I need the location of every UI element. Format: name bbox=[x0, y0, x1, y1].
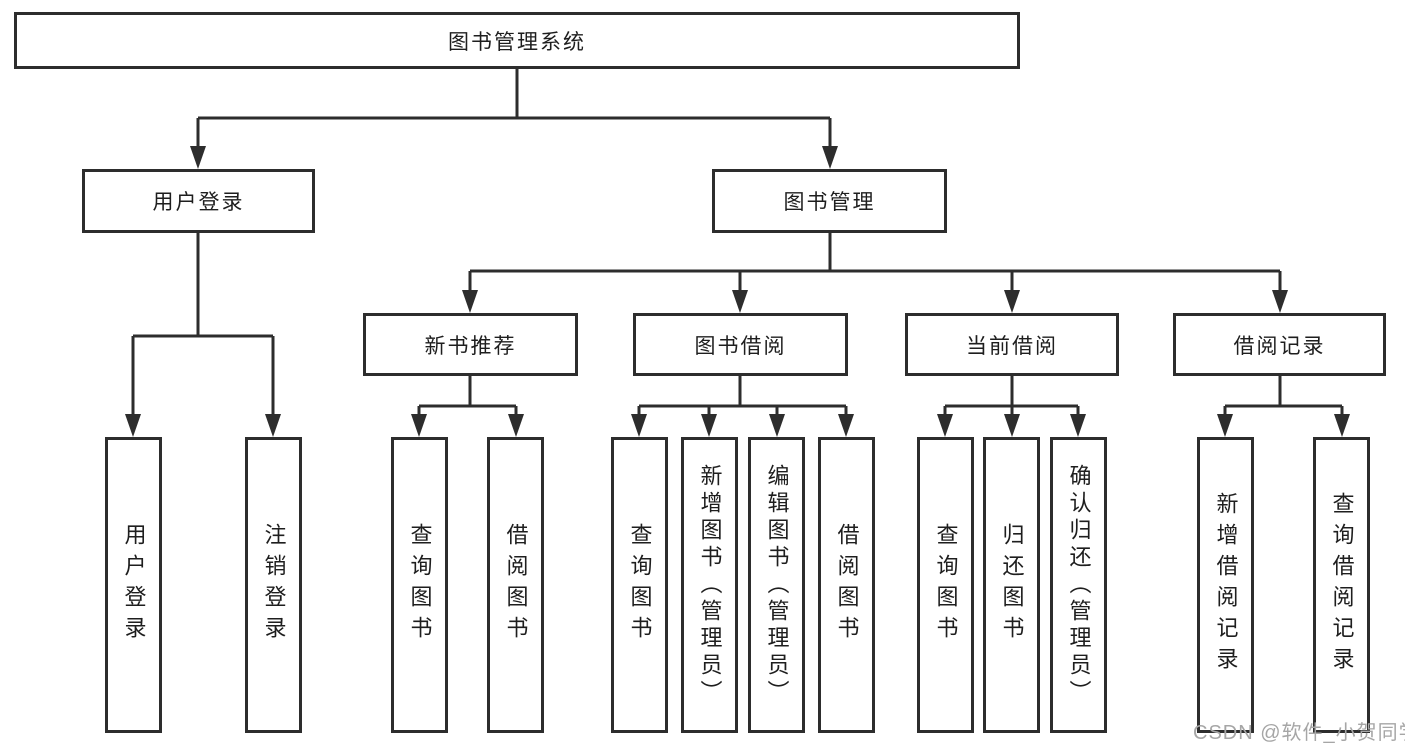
leaf-label: 新增借阅记录 bbox=[1213, 492, 1239, 678]
leaf-label: 确认归还（管理员） bbox=[1066, 463, 1092, 707]
csdn-watermark: CSDN @软件_小贺同学 bbox=[1193, 722, 1405, 744]
node-label: 新书推荐 bbox=[424, 334, 517, 358]
leaf-add-books-admin: 新增图书（管理员） bbox=[681, 437, 738, 733]
leaf-query-books: 查询图书 bbox=[917, 437, 974, 733]
node-book-borrow: 图书借阅 bbox=[633, 313, 848, 376]
leaf-label: 查询借阅记录 bbox=[1329, 492, 1355, 678]
node-new-book-recommend: 新书推荐 bbox=[363, 313, 578, 376]
leaf-borrow-books: 借阅图书 bbox=[818, 437, 875, 733]
leaf-borrow-books: 借阅图书 bbox=[487, 437, 544, 733]
leaf-query-borrow-record: 查询借阅记录 bbox=[1313, 437, 1370, 733]
node-library-management-system: 图书管理系统 bbox=[14, 12, 1020, 69]
leaf-label: 编辑图书（管理员） bbox=[764, 463, 790, 707]
node-label: 图书管理系统 bbox=[448, 30, 586, 54]
leaf-label: 查询图书 bbox=[407, 523, 433, 647]
node-label: 图书管理 bbox=[783, 191, 876, 214]
node-borrow-record: 借阅记录 bbox=[1173, 313, 1386, 376]
node-label: 用户登录 bbox=[152, 191, 245, 214]
leaf-label: 查询图书 bbox=[933, 523, 959, 647]
node-label: 借阅记录 bbox=[1233, 334, 1326, 358]
node-label: 图书借阅 bbox=[694, 334, 787, 358]
leaf-query-books: 查询图书 bbox=[391, 437, 448, 733]
leaf-label: 查询图书 bbox=[627, 523, 653, 647]
leaf-label: 用户登录 bbox=[121, 523, 147, 647]
leaf-add-borrow-record: 新增借阅记录 bbox=[1197, 437, 1254, 733]
leaf-label: 借阅图书 bbox=[834, 523, 860, 647]
leaf-edit-books-admin: 编辑图书（管理员） bbox=[748, 437, 805, 733]
node-book-management: 图书管理 bbox=[712, 169, 947, 233]
leaf-logout: 注销登录 bbox=[245, 437, 302, 733]
node-current-borrow: 当前借阅 bbox=[905, 313, 1119, 376]
leaf-user-login: 用户登录 bbox=[105, 437, 162, 733]
leaf-confirm-return-admin: 确认归还（管理员） bbox=[1050, 437, 1107, 733]
leaf-label: 借阅图书 bbox=[503, 523, 529, 647]
leaf-query-books: 查询图书 bbox=[611, 437, 668, 733]
node-label: 当前借阅 bbox=[966, 334, 1058, 358]
leaf-label: 归还图书 bbox=[999, 523, 1025, 647]
leaf-label: 注销登录 bbox=[261, 523, 287, 647]
leaf-return-books: 归还图书 bbox=[983, 437, 1040, 733]
leaf-label: 新增图书（管理员） bbox=[697, 463, 723, 707]
node-user-login: 用户登录 bbox=[82, 169, 315, 233]
